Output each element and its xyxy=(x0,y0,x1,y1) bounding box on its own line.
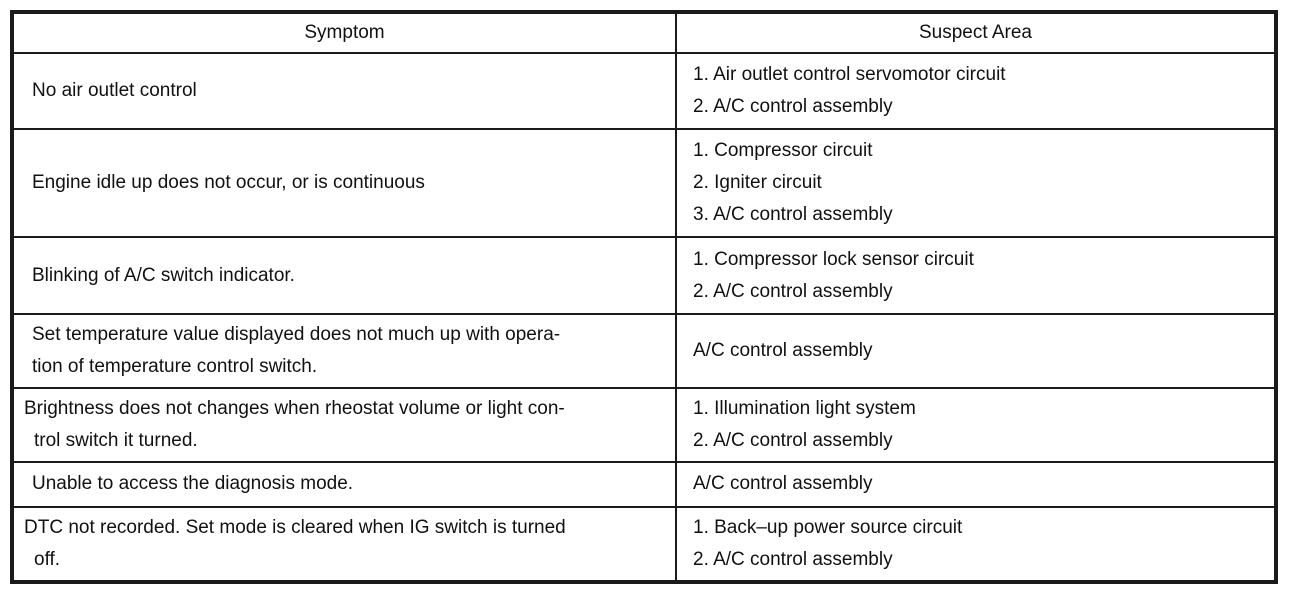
symptom-cell: Set temperature value displayed does not… xyxy=(12,312,677,390)
table-row: No air outlet control 1. Air outlet cont… xyxy=(12,51,1276,131)
suspect-area-item: A/C control assembly xyxy=(693,473,873,495)
symptom-cell: Blinking of A/C switch indicator. xyxy=(12,236,677,315)
symptom-text: DTC not recorded. Set mode is cleared wh… xyxy=(24,516,566,538)
table-row: Brightness does not changes when rheosta… xyxy=(12,386,1276,464)
symptom-cell: DTC not recorded. Set mode is cleared wh… xyxy=(12,505,677,583)
table-row: Set temperature value displayed does not… xyxy=(12,312,1276,390)
symptom-table: Symptom Suspect Area No air outlet contr… xyxy=(12,12,1276,583)
suspect-area-item: 1. Illumination light system xyxy=(693,398,916,420)
suspect-area-item: 2. A/C control assembly xyxy=(693,548,893,570)
suspect-area-item: A/C control assembly xyxy=(693,339,873,361)
suspect-area-item: 2. A/C control assembly xyxy=(693,96,893,118)
symptom-column-header: Symptom xyxy=(12,12,677,54)
symptom-text: No air outlet control xyxy=(32,80,197,102)
symptom-text: Engine idle up does not occur, or is con… xyxy=(32,172,425,194)
symptom-text: Blinking of A/C switch indicator. xyxy=(32,264,295,286)
suspect-area-cell: 1. Air outlet control servomotor circuit… xyxy=(675,51,1276,131)
symptom-text: off. xyxy=(34,548,61,570)
table-row: Blinking of A/C switch indicator. 1. Com… xyxy=(12,236,1276,315)
suspect-area-cell: 1. Illumination light system 2. A/C cont… xyxy=(675,386,1276,464)
suspect-area-item: 1. Compressor lock sensor circuit xyxy=(693,248,974,270)
suspect-area-column-header: Suspect Area xyxy=(675,12,1276,54)
suspect-area-item: 1. Compressor circuit xyxy=(693,140,873,162)
symptom-text: tion of temperature control switch. xyxy=(32,355,318,377)
symptom-text: Unable to access the diagnosis mode. xyxy=(32,473,354,495)
table-row: Engine idle up does not occur, or is con… xyxy=(12,128,1276,239)
suspect-area-cell: A/C control assembly xyxy=(675,312,1276,390)
suspect-area-cell: A/C control assembly xyxy=(675,461,1276,508)
suspect-area-item: 2. A/C control assembly xyxy=(693,280,893,302)
symptom-cell: Engine idle up does not occur, or is con… xyxy=(12,128,677,239)
suspect-area-item: 1. Air outlet control servomotor circuit xyxy=(693,64,1006,86)
symptom-text: Brightness does not changes when rheosta… xyxy=(24,398,565,420)
table-header-row: Symptom Suspect Area xyxy=(12,12,1276,54)
symptom-text: trol switch it turned. xyxy=(34,430,198,452)
symptom-cell: Unable to access the diagnosis mode. xyxy=(12,461,677,508)
symptom-text: Set temperature value displayed does not… xyxy=(32,323,561,345)
suspect-area-item: 2. Igniter circuit xyxy=(693,172,822,194)
suspect-area-item: 1. Back–up power source circuit xyxy=(693,516,963,538)
table-row: DTC not recorded. Set mode is cleared wh… xyxy=(12,505,1276,583)
suspect-area-cell: 1. Compressor circuit 2. Igniter circuit… xyxy=(675,128,1276,239)
suspect-area-item: 2. A/C control assembly xyxy=(693,430,893,452)
table-row: Unable to access the diagnosis mode. A/C… xyxy=(12,461,1276,508)
suspect-area-item: 3. A/C control assembly xyxy=(693,204,893,226)
symptom-cell: Brightness does not changes when rheosta… xyxy=(12,386,677,464)
symptom-cell: No air outlet control xyxy=(12,51,677,131)
suspect-area-cell: 1. Compressor lock sensor circuit 2. A/C… xyxy=(675,236,1276,315)
troubleshooting-sheet: Symptom Suspect Area No air outlet contr… xyxy=(10,10,1278,584)
suspect-area-cell: 1. Back–up power source circuit 2. A/C c… xyxy=(675,505,1276,583)
